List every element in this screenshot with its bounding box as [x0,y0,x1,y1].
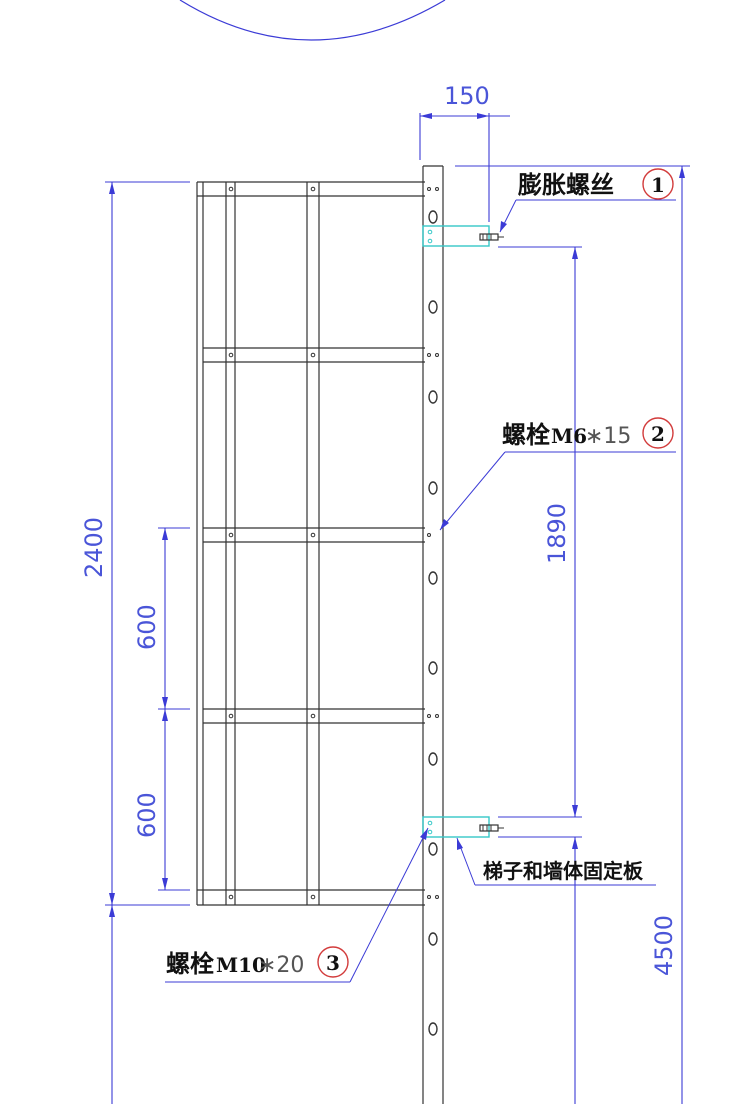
plate-label: 梯子和墙体固定板 [483,859,644,883]
callout-1-number: 1 [651,173,665,197]
cage-rivets [228,186,316,900]
dim-600-upper: 600 [133,604,161,650]
dimension-arrows [109,113,685,917]
callout-2-label-spec: M6 [551,424,587,448]
dim-2400: 2400 [80,517,108,578]
ladder-rail [422,165,444,1104]
cage-frame [196,181,425,906]
callout-3-number: 3 [326,951,340,975]
callout-3-label-cn: 螺栓 [166,949,214,978]
callout-3: 螺栓 M10 ∗20 3 [165,827,429,983]
callout-1: 膨胀螺丝 1 [499,168,676,233]
callout-2: 螺栓 M6 ∗15 2 [439,417,676,531]
callout-2-label-cn: 螺栓 [502,420,550,449]
dim-600-lower: 600 [133,792,161,838]
callout-2-label-tail: ∗15 [585,424,631,449]
dim-1890: 1890 [543,503,571,564]
wall-plate-upper [422,225,504,247]
callout-3-label-spec: M10 [216,953,266,977]
callout-plate: 梯子和墙体固定板 [456,837,656,886]
callout-3-label-tail: ∗20 [258,953,304,978]
top-arc [179,0,446,41]
dim-4500: 4500 [650,915,678,976]
rail-bolts [427,187,439,899]
callout-1-label: 膨胀螺丝 [517,170,614,199]
callout-2-number: 2 [651,422,665,446]
wall-plate-lower [422,816,504,838]
rung-holes [428,210,438,1036]
dim-150: 150 [444,82,490,110]
